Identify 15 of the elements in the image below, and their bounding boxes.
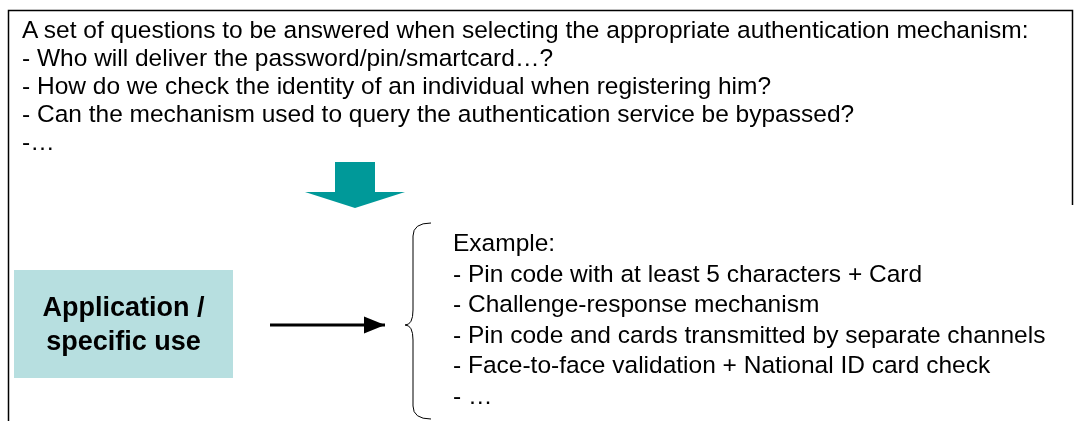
list-item: - Challenge-response mechanism: [453, 289, 821, 319]
example-heading: Example:: [453, 228, 557, 258]
intro-sentence: A set of questions to be answered when selecting the appropriate authentication mechanism:: [22, 16, 1030, 44]
list-item: -…: [22, 128, 56, 156]
list-item: - …: [453, 380, 494, 411]
list-item: - How do we check the identity of an individual when registering him?: [22, 72, 772, 100]
box-label: Application / specific use: [41, 291, 206, 358]
list-item: - Can the mechanism used to query the authentication service be bypassed?: [22, 100, 856, 128]
list-item: - Pin code and cards transmitted by separate channels: [453, 319, 1046, 350]
block-arrow: [305, 162, 405, 208]
list-item: - Pin code with at least 5 characters + Card: [453, 258, 924, 289]
process-box: [14, 270, 233, 378]
list-item: - Who will deliver the password/pin/smartcard…?: [22, 44, 555, 72]
list-item: - Face-to-face validation + National ID card check: [453, 350, 992, 380]
arrow: [270, 316, 385, 334]
